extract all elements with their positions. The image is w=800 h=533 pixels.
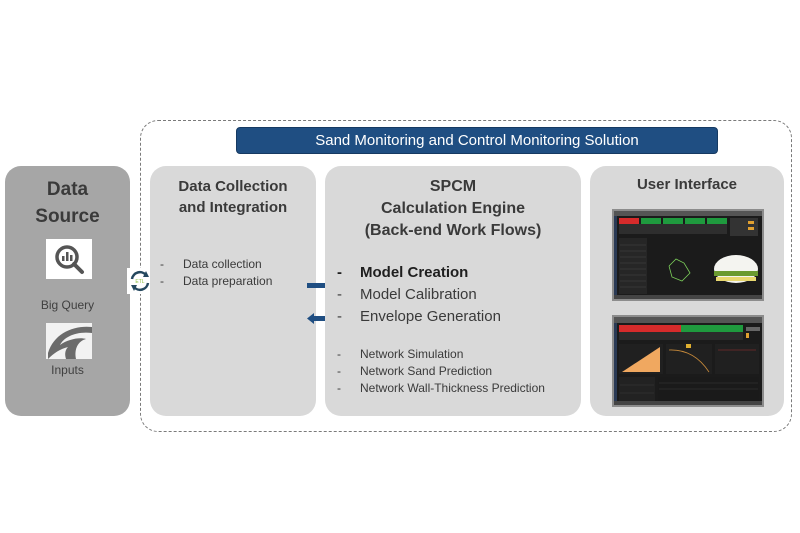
list-item: -Model Creation (337, 264, 469, 281)
etl-cycle-icon: ETL (127, 268, 153, 294)
data-collection-title-line1: Data Collection (178, 178, 288, 195)
engine-title-line2: Calculation Engine (380, 200, 525, 217)
bigquery-icon (46, 239, 92, 279)
data-collection-title: Data Collection and Integration (150, 176, 316, 218)
data-source-panel: Data Source Big Query Inputs (5, 166, 130, 416)
list-item: -Data preparation (160, 274, 273, 288)
data-source-title: Data Source (5, 176, 130, 230)
engine-secondary-list: -Network Simulation -Network Sand Predic… (337, 346, 545, 397)
envelope-charts-dashboard-screenshot (612, 315, 764, 407)
engine-title: SPCM Calculation Engine (Back-end Work F… (325, 176, 581, 242)
data-collection-title-line2: and Integration (178, 199, 288, 216)
list-item: -Data collection (160, 257, 262, 271)
data-source-title-line1: Data (46, 179, 89, 200)
engine-title-line3: (Back-end Work Flows) (364, 222, 542, 239)
data-source-title-line2: Source (35, 206, 100, 227)
inputs-label: Inputs (51, 363, 84, 377)
inputs-icon (46, 323, 92, 359)
bigquery-label: Big Query (40, 298, 95, 312)
list-item: -Envelope Generation (337, 308, 501, 325)
list-item: -Model Calibration (337, 286, 477, 303)
list-item: -Network Simulation (337, 347, 464, 361)
data-collection-panel: Data Collection and Integration -Data co… (150, 166, 316, 416)
user-interface-title: User Interface (636, 176, 738, 193)
engine-primary-list: -Model Creation -Model Calibration -Enve… (337, 262, 501, 328)
list-item: -Network Wall-Thickness Prediction (337, 381, 545, 395)
etl-label: ETL (135, 279, 144, 285)
user-interface-panel: User Interface (590, 166, 784, 416)
calculation-engine-panel: SPCM Calculation Engine (Back-end Work F… (325, 166, 581, 416)
banner-title: Sand Monitoring and Control Monitoring S… (315, 132, 639, 149)
network-map-dashboard-screenshot (612, 209, 764, 301)
list-item: -Network Sand Prediction (337, 364, 493, 378)
data-collection-list: -Data collection -Data preparation (160, 256, 272, 290)
engine-title-line1: SPCM (429, 178, 477, 195)
solution-banner: Sand Monitoring and Control Monitoring S… (236, 127, 718, 154)
